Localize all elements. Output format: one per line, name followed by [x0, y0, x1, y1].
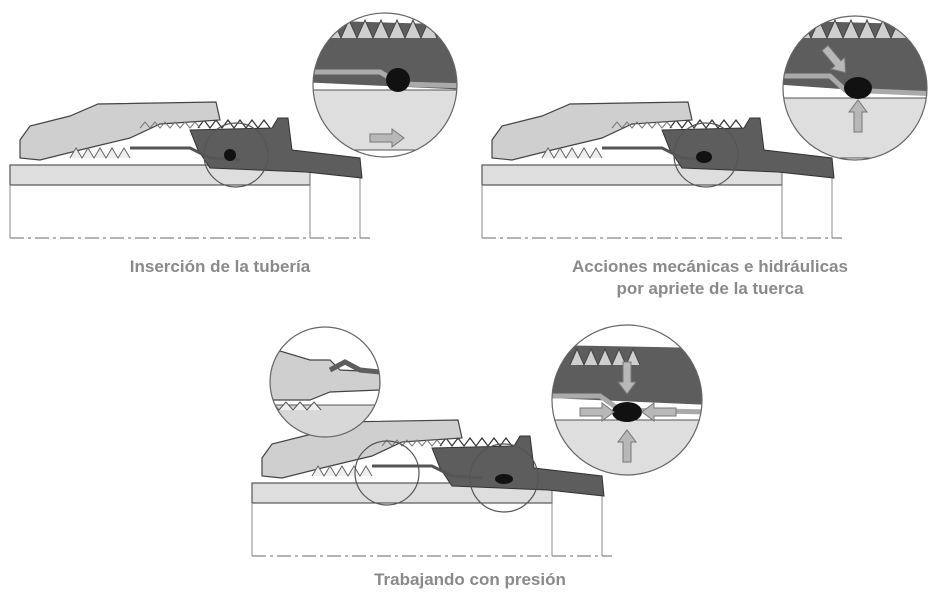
panel-2-zoom-detail [782, 15, 928, 161]
caption-panel-1: Inserción de la tubería [129, 257, 311, 276]
panel-1-assembly [8, 100, 372, 240]
seal-ring [495, 474, 513, 484]
caption-panel-2-line-1: Acciones mecánicas e hidráulicas [572, 257, 848, 276]
panel-2-assembly [480, 100, 844, 240]
panel-3-assembly [250, 418, 614, 558]
seal-ring [224, 149, 236, 161]
caption-panel-2-line-2: por apriete de la tuerca [616, 279, 804, 298]
seal-ring [696, 151, 712, 163]
detail-circle-marker [673, 122, 739, 188]
detail-circle-marker [203, 122, 269, 188]
caption-panel-3: Trabajando con presión [374, 570, 566, 589]
detail-circle-marker-left [354, 440, 420, 506]
panel-3-zoom-detail-right [551, 324, 703, 476]
detail-circle-marker-right [469, 443, 539, 513]
panel-1-zoom-detail [312, 12, 458, 158]
